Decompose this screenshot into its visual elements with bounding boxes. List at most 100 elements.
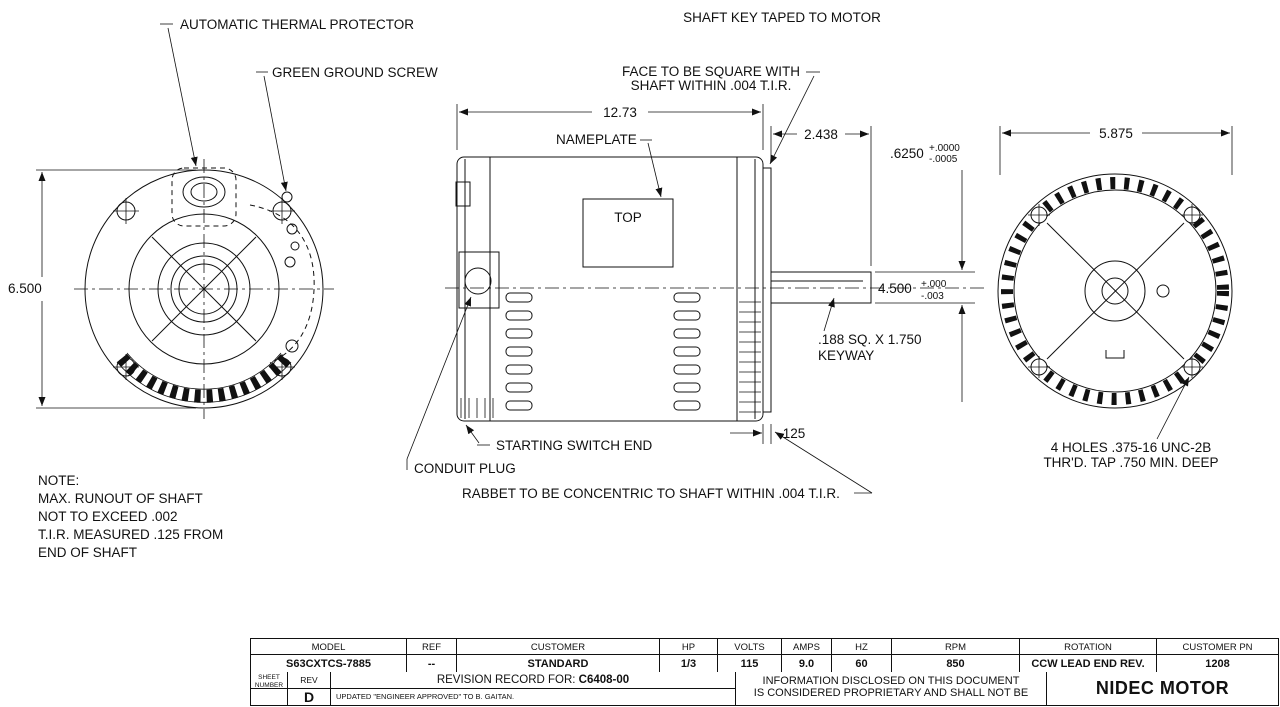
rear-hole-crosses (1028, 204, 1203, 378)
note-line-1: NOTE: (38, 473, 79, 488)
value-amps: 9.0 (782, 655, 832, 672)
header-ref: REF (407, 639, 457, 655)
revision-block: SHEET NUMBER REV D REVISION RECORD FOR: … (250, 672, 1279, 706)
dim-shaft-extension-text: 2.438 (804, 127, 838, 142)
face-flange (762, 167, 772, 413)
header-rotation: ROTATION (1020, 639, 1157, 655)
thermal-protector-label: AUTOMATIC THERMAL PROTECTOR (180, 17, 414, 32)
header-amps: AMPS (782, 639, 832, 655)
ground-screw-leader (263, 75, 288, 192)
value-hp: 1/3 (660, 655, 718, 672)
keyway-leader (823, 297, 835, 332)
value-volts: 115 (718, 655, 782, 672)
spec-header-row: MODEL REF CUSTOMER HP VOLTS AMPS HZ RPM … (250, 638, 1279, 655)
note-line-3: NOT TO EXCEED .002 (38, 509, 178, 524)
rev-label: REV (288, 672, 330, 689)
sheet-number-column: SHEET NUMBER (251, 672, 288, 705)
rev-column: REV D (288, 672, 331, 705)
rabbet-leader (774, 431, 873, 494)
dim-rabbet-depth-text: .125 (779, 426, 805, 441)
rev-value: D (303, 688, 315, 705)
header-hp: HP (660, 639, 718, 655)
sheet-number-value (251, 689, 287, 705)
vent-slots-right (673, 292, 701, 411)
dim-overall-length-text: 12.73 (603, 105, 637, 120)
sheet-number-label: SHEET NUMBER (251, 672, 287, 689)
rear-outer-circle (997, 173, 1233, 409)
revision-record-title: REVISION RECORD FOR: C6408-00 (331, 672, 735, 689)
value-model: S63CXTCS-7885 (251, 655, 407, 672)
thermal-leader (167, 27, 198, 167)
holes-label-2: THR'D. TAP .750 MIN. DEEP (1043, 455, 1218, 470)
motor-body-outline (456, 156, 764, 422)
dim-front-diameter-text: 6.500 (8, 281, 42, 296)
dim-shaft-dia-text: .6250 (890, 146, 924, 161)
header-volts: VOLTS (718, 639, 782, 655)
shaft (770, 271, 872, 304)
keyway-label-2: KEYWAY (818, 348, 874, 363)
conduit-plug-shape (464, 267, 492, 295)
face-square-label-2: SHAFT WITHIN .004 T.I.R. (631, 78, 792, 93)
value-customer-pn: 1208 (1205, 657, 1230, 670)
header-rpm: RPM (892, 639, 1020, 655)
shaft-key-label: SHAFT KEY TAPED TO MOTOR (683, 10, 881, 25)
dim-rear-diameter (999, 126, 1233, 175)
switch-cover-shape (249, 204, 315, 364)
thermal-protector-shape (171, 167, 237, 227)
info-line-1: INFORMATION DISCLOSED ON THIS DOCUMENT (762, 675, 1020, 687)
rabbet-label: RABBET TO BE CONCENTRIC TO SHAFT WITHIN … (462, 486, 840, 501)
dim-rabbet-depth (730, 424, 772, 444)
nameplate-top-text: TOP (614, 210, 642, 225)
bell-vent-ticks (460, 398, 494, 418)
note-line-4: T.I.R. MEASURED .125 FROM (38, 527, 223, 542)
title-block: MODEL REF CUSTOMER HP VOLTS AMPS HZ RPM … (250, 638, 1279, 706)
dim-front-diameter (36, 169, 196, 409)
ground-screw-label: GREEN GROUND SCREW (272, 65, 438, 80)
value-customer: STANDARD (457, 655, 660, 672)
dim-shaft-extension (770, 126, 872, 266)
info-line-2: IS CONSIDERED PROPRIETARY AND SHALL NOT … (753, 687, 1029, 699)
header-model: MODEL (251, 639, 407, 655)
conduit-box (458, 251, 500, 309)
face-square-leader (769, 75, 815, 165)
revision-record-column: REVISION RECORD FOR: C6408-00 UPDATED "E… (331, 672, 736, 705)
dim-overall-length (456, 104, 764, 150)
holes-label-1: 4 HOLES .375-16 UNC-2B (1051, 440, 1212, 455)
face-square-label-1: FACE TO BE SQUARE WITH (622, 64, 800, 79)
revision-record-label: REVISION RECORD FOR: (436, 674, 576, 686)
dim-rear-diameter-text: 5.875 (1099, 126, 1133, 141)
nameplate-leader (647, 142, 663, 198)
revision-record-number: C6408-00 (578, 674, 630, 686)
value-rpm: 850 (892, 655, 1020, 672)
value-ref: -- (407, 655, 457, 672)
vent-slots-left (505, 292, 533, 411)
ground-screw-shape (281, 191, 293, 203)
note-block: NOTE: MAX. RUNOUT OF SHAFT NOT TO EXCEED… (38, 473, 223, 560)
front-vent-band (116, 352, 292, 403)
proprietary-info-column: INFORMATION DISCLOSED ON THIS DOCUMENT I… (736, 672, 1047, 705)
sheet-word-2: NUMBER (254, 682, 284, 689)
header-customer: CUSTOMER (457, 639, 660, 655)
dim-shaft-height-text: 4.500 (878, 281, 912, 296)
company-name: NIDEC MOTOR (1095, 678, 1230, 698)
keyway-label-1: .188 SQ. X 1.750 (818, 332, 922, 347)
front-view (74, 159, 334, 419)
dim-shaft-dia-tol-minus: -.0005 (929, 154, 958, 165)
nameplate-label: NAMEPLATE (556, 132, 637, 147)
side-view (445, 156, 985, 422)
dim-shaft-height-tol-minus: -.003 (921, 291, 944, 302)
rear-view (997, 173, 1233, 409)
dim-shaft-height-tol-plus: +.000 (921, 279, 947, 290)
dim-shaft-dia-tol-plus: +.0000 (929, 143, 960, 154)
conduit-plug-label: CONDUIT PLUG (414, 461, 516, 476)
header-hz: HZ (832, 639, 892, 655)
spec-value-row: S63CXTCS-7885 -- STANDARD 1/3 115 9.0 60… (250, 654, 1279, 672)
nameplate-shape (582, 198, 674, 268)
company-cell: NIDEC MOTOR (1047, 672, 1278, 705)
revision-note: UPDATED "ENGINEER APPROVED" TO B. GAITAN… (336, 692, 515, 701)
note-line-2: MAX. RUNOUT OF SHAFT (38, 491, 203, 506)
dim-shaft-diameter (875, 170, 975, 402)
sheet-word-1: SHEET (258, 674, 280, 681)
